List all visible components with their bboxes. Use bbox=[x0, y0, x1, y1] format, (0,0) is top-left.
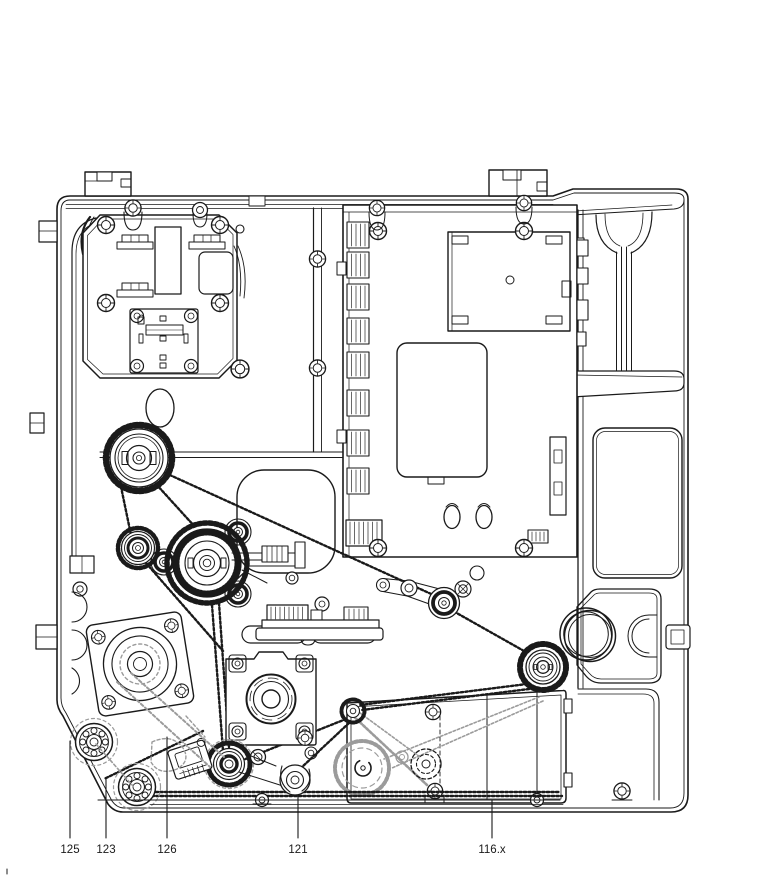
motor-left bbox=[85, 611, 195, 717]
side-panel bbox=[592, 427, 683, 579]
bottom-module bbox=[333, 689, 573, 808]
main-pcb bbox=[336, 194, 589, 558]
chassis-outline bbox=[56, 188, 689, 813]
ghost-drive-roller bbox=[333, 739, 391, 797]
top-latch-left bbox=[84, 171, 132, 197]
slot-widget bbox=[116, 234, 154, 250]
wishbone-channel bbox=[595, 211, 653, 372]
central-stepper-motor bbox=[150, 518, 306, 608]
slot-widget bbox=[188, 234, 226, 250]
top-latch-right bbox=[488, 169, 548, 197]
plate-window bbox=[154, 226, 182, 295]
mid-wall bbox=[308, 207, 327, 453]
module-pulley bbox=[339, 697, 367, 725]
callout-121[interactable]: 121 bbox=[288, 844, 308, 856]
ball-bearings bbox=[69, 717, 162, 812]
center-pcb bbox=[255, 596, 384, 641]
callout-leader-lines bbox=[69, 736, 493, 839]
callout-126[interactable]: 126 bbox=[157, 844, 177, 856]
timing-pulley-top bbox=[102, 421, 176, 495]
side-tab bbox=[665, 624, 691, 650]
idler-bearing bbox=[115, 525, 161, 571]
ghost-lines bbox=[95, 672, 225, 787]
belt-module-top bbox=[358, 682, 531, 712]
slot-widget bbox=[116, 282, 154, 298]
belt-tensioner bbox=[375, 565, 485, 620]
timing-pulley-right bbox=[517, 641, 569, 693]
ring-roller bbox=[559, 607, 613, 661]
guide-roller bbox=[279, 764, 311, 796]
bottom-rails bbox=[97, 782, 633, 805]
callout-116.x[interactable]: 116.x bbox=[478, 844, 506, 856]
motor-harness-arm bbox=[231, 541, 306, 585]
encoder-bracket bbox=[167, 737, 213, 780]
pcb-shield-frame bbox=[447, 231, 572, 332]
left-edge-tabs bbox=[29, 220, 58, 650]
lower-cutout bbox=[563, 588, 691, 684]
top-left-mount-plate bbox=[82, 199, 250, 379]
callout-123[interactable]: 123 bbox=[96, 844, 116, 856]
roller-opening-ring bbox=[563, 609, 617, 663]
belt-upper-diagonal bbox=[159, 469, 442, 600]
callout-125[interactable]: 125 bbox=[60, 844, 80, 856]
right-wing bbox=[563, 199, 691, 801]
belt-bottom-run bbox=[140, 790, 564, 798]
sub-plate bbox=[129, 308, 199, 374]
